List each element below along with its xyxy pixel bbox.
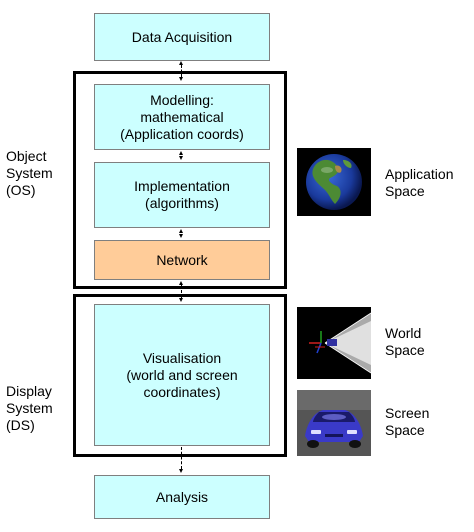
earth-globe-image bbox=[297, 148, 371, 216]
data-acquisition-box: Data Acquisition bbox=[94, 13, 270, 61]
modelling-box: Modelling: mathematical (Application coo… bbox=[94, 84, 270, 150]
display-system-label: Display System (DS) bbox=[6, 383, 53, 433]
world-space-label: World Space bbox=[385, 325, 425, 358]
implementation-box: Implementation (algorithms) bbox=[94, 162, 270, 228]
network-box: Network bbox=[94, 240, 270, 280]
world-view-frustum-image bbox=[297, 307, 371, 379]
analysis-box: Analysis bbox=[94, 475, 270, 519]
object-system-label: Object System (OS) bbox=[6, 148, 53, 198]
screen-space-label: Screen Space bbox=[385, 405, 430, 438]
visualisation-box: Visualisation (world and screen coordina… bbox=[94, 304, 270, 446]
display-system-group bbox=[73, 294, 287, 457]
object-system-group bbox=[73, 71, 287, 289]
rendered-car-image bbox=[297, 390, 371, 456]
application-space-label: Application Space bbox=[385, 166, 454, 199]
